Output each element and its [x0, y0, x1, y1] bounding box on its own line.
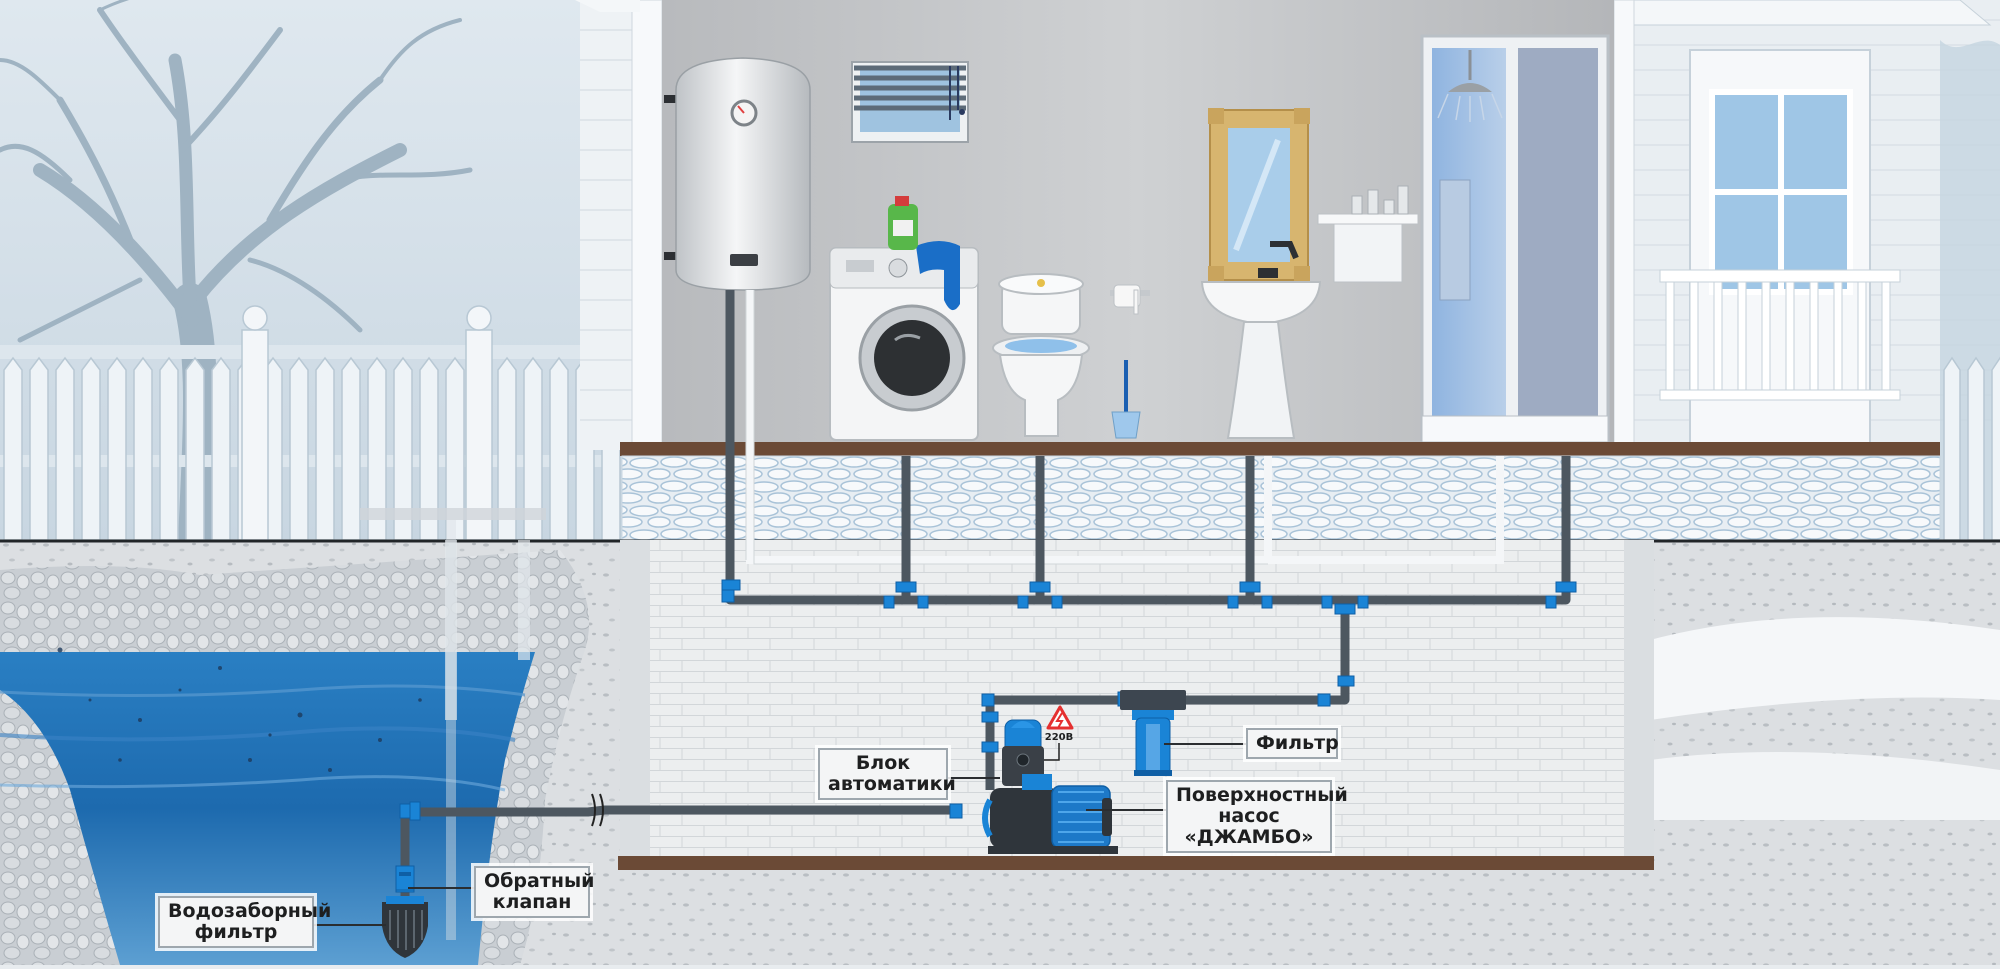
surface-pump-label-line2: насос: [1218, 805, 1280, 827]
toilet-paper-icon: [1110, 284, 1150, 315]
surface-pump-callout: Поверхностный насос «ДЖАМБО»: [1166, 780, 1348, 853]
basement-wall-left: [620, 540, 650, 858]
shower-cabin-icon: [1420, 34, 1610, 444]
check-valve-icon: [395, 865, 415, 891]
washing-machine-icon: [829, 196, 979, 441]
stone-foundation: [621, 455, 1941, 541]
filter-label: Фильтр: [1256, 732, 1339, 754]
shelf-icon: [1317, 185, 1419, 283]
snow-drift: [1650, 617, 2000, 720]
sink-icon: [1200, 241, 1322, 439]
hot-water-pipes: [746, 290, 1504, 564]
control-unit-callout: Блок автоматики: [818, 748, 956, 800]
pump-icon: [982, 774, 1118, 854]
water-heater-icon: [664, 57, 811, 291]
intake-filter-icon: [382, 896, 428, 958]
warning-icon: 220В: [1044, 705, 1074, 761]
snow-drift-low: [1650, 752, 2000, 820]
pressure-control-icon: [1002, 719, 1044, 786]
voltage-label: 220В: [1045, 732, 1074, 743]
basement-floor-beam: [618, 856, 1654, 870]
window-blinds-icon: [851, 61, 969, 143]
surface-pump-label-line1: Поверхностный: [1176, 784, 1348, 806]
control-unit-label-line1: Блок: [855, 752, 911, 774]
intake-filter-label-line1: Водозаборный: [168, 900, 332, 922]
check-valve-label-line2: клапан: [492, 891, 572, 913]
floor-beam: [620, 442, 1940, 456]
toilet-icon: [992, 273, 1090, 437]
filter-icon: [1120, 690, 1186, 776]
intake-filter-label-line2: фильтр: [194, 921, 278, 943]
fence-icon: [0, 305, 621, 541]
intake-filter-callout: Водозаборный фильтр: [158, 896, 332, 948]
basement-wall-right: [1624, 540, 1654, 858]
toilet-brush-icon: [1111, 360, 1141, 439]
pipe-break: [591, 793, 604, 827]
check-valve-callout: Обратный клапан: [474, 866, 595, 918]
check-valve-label-line1: Обратный: [484, 870, 595, 892]
filter-callout: Фильтр: [1246, 728, 1339, 759]
control-unit-label-line2: автоматики: [828, 773, 956, 795]
surface-pump-label-line3: «ДЖАМБО»: [1184, 826, 1314, 848]
